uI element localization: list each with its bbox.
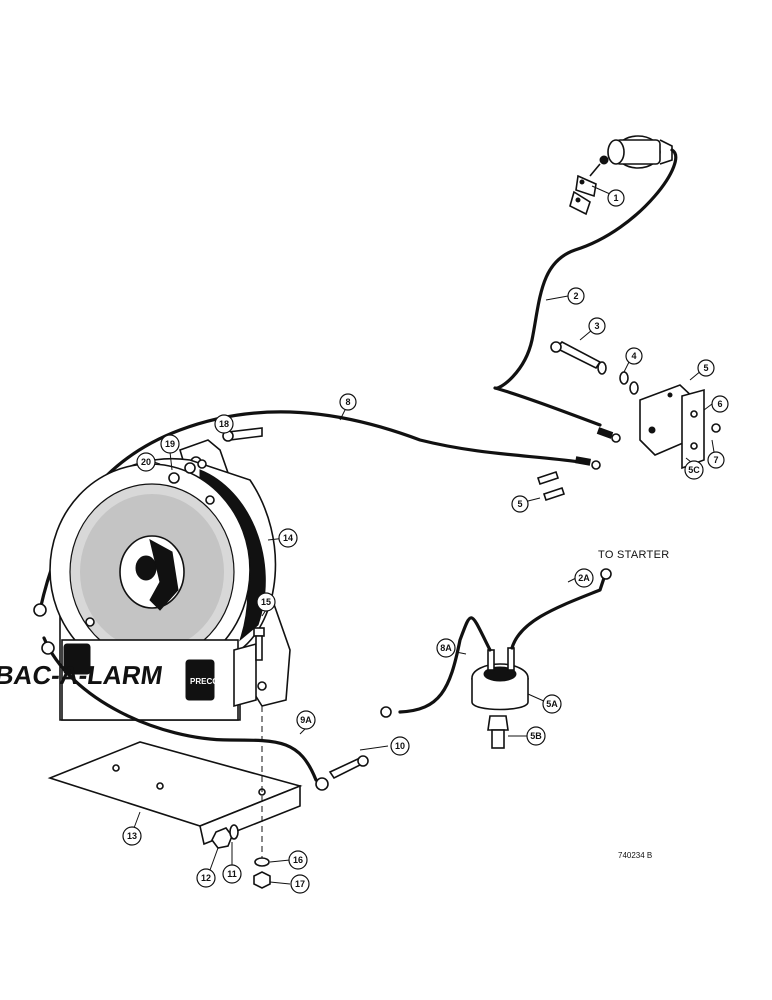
svg-text:4: 4 [631, 351, 636, 361]
callout-17: 17 [290, 874, 310, 894]
callout-19: 19 [160, 434, 180, 454]
svg-text:2: 2 [573, 291, 578, 301]
screws-5 [536, 470, 566, 502]
callout-3: 3 [588, 317, 606, 335]
callout-1: 1 [607, 189, 625, 207]
svg-text:11: 11 [227, 869, 237, 879]
back-up-alarm: BAC-A-LARM PRECO [0, 439, 291, 721]
svg-text:10: 10 [395, 741, 405, 751]
callout-7: 7 [707, 451, 725, 469]
switch-bracket-5 [639, 384, 721, 470]
washers-19-20 [168, 459, 207, 484]
svg-text:8A: 8A [440, 643, 452, 653]
callout-4: 4 [625, 347, 643, 365]
svg-text:3: 3 [594, 321, 599, 331]
callout-13: 13 [122, 826, 142, 846]
wire-2a [510, 576, 606, 650]
svg-text:18: 18 [219, 419, 229, 429]
callout-6: 6 [711, 395, 729, 413]
svg-text:13: 13 [127, 831, 137, 841]
wire-harness-2 [493, 148, 678, 427]
to-starter-note: TO STARTER [598, 549, 669, 561]
terminal-8a [380, 706, 392, 718]
svg-text:2A: 2A [578, 573, 590, 583]
svg-text:17: 17 [295, 879, 305, 889]
callout-14: 14 [278, 528, 298, 548]
svg-text:20: 20 [141, 457, 151, 467]
pressure-switch-5a [471, 647, 529, 711]
svg-text:12: 12 [201, 873, 211, 883]
screw-15 [253, 627, 265, 661]
fitting-5b [487, 715, 509, 749]
wire-8a [398, 616, 492, 714]
callout-9a: 9A [296, 710, 316, 730]
svg-text:7: 7 [713, 455, 718, 465]
wire-terminals [575, 427, 621, 470]
washer-16 [254, 857, 270, 867]
callout-5c: 5C [684, 460, 704, 480]
alarm-brand-label: BAC-A-LARM [0, 660, 165, 690]
callout-16: 16 [288, 850, 308, 870]
figure-number: 740234 B [618, 851, 652, 860]
callout-11: 11 [222, 864, 242, 884]
screw-18 [222, 427, 263, 442]
callout-2: 2 [567, 287, 585, 305]
svg-text:15: 15 [261, 597, 271, 607]
svg-text:9A: 9A [300, 715, 312, 725]
callout-12: 12 [196, 868, 216, 888]
svg-text:19: 19 [165, 439, 175, 449]
svg-text:16: 16 [293, 855, 303, 865]
callout-8a: 8A [436, 638, 456, 658]
callout-5-top: 5 [697, 359, 715, 377]
svg-text:8: 8 [345, 397, 350, 407]
svg-text:5B: 5B [530, 731, 542, 741]
callout-20: 20 [136, 452, 156, 472]
callout-5b: 5B [526, 726, 546, 746]
maker-badge-label: PRECO [190, 677, 218, 686]
callout-15: 15 [256, 592, 276, 612]
svg-text:14: 14 [283, 533, 293, 543]
screw-10 [328, 755, 369, 780]
callout-10: 10 [390, 736, 410, 756]
nut-12 [211, 827, 233, 849]
ignition-switch [569, 135, 673, 216]
washer-11 [229, 824, 239, 840]
svg-text:5C: 5C [688, 465, 700, 475]
callout-2a: 2A [574, 568, 594, 588]
svg-text:6: 6 [717, 399, 722, 409]
ground-wire-9a [33, 603, 329, 791]
svg-text:1: 1 [613, 193, 618, 203]
svg-text:5: 5 [703, 363, 708, 373]
svg-text:5A: 5A [546, 699, 558, 709]
callout-18: 18 [214, 414, 234, 434]
callout-8: 8 [339, 393, 357, 411]
callout-5-bottom: 5 [511, 495, 529, 513]
nut-17 [253, 871, 271, 889]
starter-terminal [600, 568, 612, 580]
svg-text:5: 5 [517, 499, 522, 509]
washer-set-4 [597, 361, 639, 395]
callout-5a: 5A [542, 694, 562, 714]
screw-3 [550, 341, 602, 370]
